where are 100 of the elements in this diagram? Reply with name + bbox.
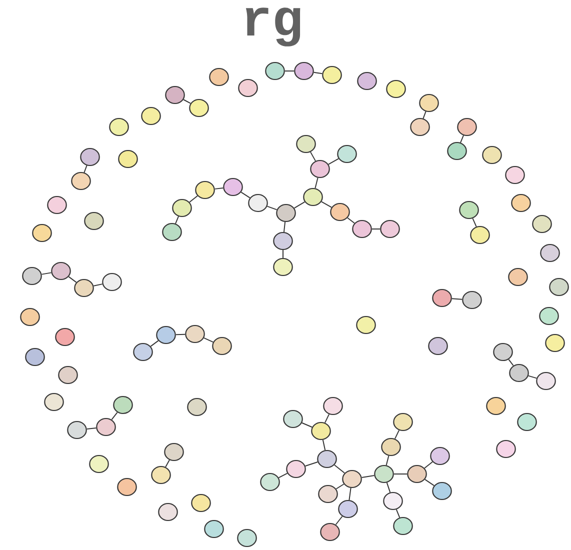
- circle-node: [486, 396, 506, 416]
- edge-line: [396, 509, 400, 518]
- circle-node: [80, 148, 100, 166]
- edge-line: [394, 430, 400, 440]
- circle-node: [164, 442, 184, 462]
- edge-line: [460, 134, 464, 144]
- circle-node: [172, 198, 192, 218]
- edge-line: [310, 152, 316, 162]
- circle-node: [276, 204, 296, 222]
- circle-node: [296, 134, 316, 154]
- circle-node: [51, 262, 71, 280]
- edge-line: [302, 422, 312, 428]
- circle-node: [84, 212, 104, 230]
- edge-line: [294, 201, 306, 209]
- circle-node: [380, 220, 400, 238]
- edge-line: [424, 461, 433, 469]
- circle-node: [195, 180, 215, 200]
- circle-node: [96, 418, 116, 436]
- circle-node: [432, 288, 452, 308]
- circle-node: [410, 118, 430, 136]
- circle-node: [493, 342, 513, 362]
- edge-line: [424, 478, 435, 486]
- edge-line: [386, 482, 391, 493]
- edge-line: [304, 462, 318, 466]
- circle-node: [58, 366, 78, 384]
- circle-node: [141, 106, 161, 126]
- circle-node: [430, 446, 450, 466]
- edge-line: [313, 72, 323, 74]
- edge-line: [68, 276, 77, 283]
- edge-line: [348, 487, 352, 501]
- circle-node: [212, 336, 232, 356]
- circle-node: [386, 80, 406, 98]
- circle-node: [237, 528, 257, 548]
- circle-node: [393, 516, 413, 536]
- edge-line: [189, 195, 198, 203]
- edge-line: [386, 455, 390, 466]
- circle-node: [462, 290, 482, 310]
- circle-node: [265, 62, 285, 80]
- circle-node: [459, 200, 479, 220]
- circle-node: [419, 94, 439, 112]
- edge-line: [93, 284, 103, 286]
- circle-node: [505, 166, 525, 184]
- circle-node: [447, 142, 467, 160]
- edge-line: [508, 358, 514, 366]
- circle-node: [539, 306, 559, 326]
- circle-node: [187, 398, 207, 416]
- edge-line: [41, 272, 52, 275]
- circle-node: [357, 72, 377, 90]
- circle-node: [189, 98, 209, 118]
- edge-line: [472, 218, 477, 228]
- circle-node: [342, 470, 362, 488]
- circle-node: [496, 440, 516, 458]
- edge-line: [282, 250, 284, 258]
- edge-line: [322, 439, 326, 451]
- circle-node: [374, 464, 394, 484]
- circle-node: [158, 502, 178, 522]
- circle-node: [356, 316, 376, 334]
- circle-node: [156, 326, 176, 344]
- circle-node: [117, 478, 137, 496]
- circle-node: [165, 86, 185, 104]
- circle-node: [273, 232, 293, 250]
- circle-node: [71, 172, 91, 190]
- circle-node: [260, 472, 280, 492]
- circle-node: [32, 224, 52, 242]
- circle-node: [223, 178, 243, 196]
- circle-node: [323, 396, 343, 416]
- edge-line: [278, 472, 288, 478]
- edge-line: [183, 99, 191, 104]
- edge-line: [328, 158, 339, 165]
- circle-node: [432, 482, 452, 500]
- edge-line: [528, 375, 538, 379]
- circle-node: [118, 150, 138, 168]
- circle-node: [303, 188, 323, 206]
- circle-node: [317, 450, 337, 468]
- edge-line: [84, 165, 88, 173]
- circle-node: [407, 464, 427, 484]
- edge-line: [314, 177, 318, 189]
- circle-node: [320, 522, 340, 542]
- circle-node: [337, 144, 357, 164]
- circle-node: [457, 118, 477, 136]
- edge-line: [86, 428, 97, 430]
- edge-line: [203, 337, 214, 343]
- edge-line: [175, 334, 186, 336]
- circle-node: [204, 520, 224, 538]
- circle-node: [191, 494, 211, 512]
- edge-line: [266, 206, 278, 210]
- circle-node: [74, 278, 94, 298]
- circle-node: [238, 78, 258, 98]
- edge-line: [451, 298, 463, 300]
- edge-line: [111, 412, 118, 420]
- circle-node: [338, 500, 358, 518]
- edge-line: [165, 460, 170, 468]
- circle-node: [470, 226, 490, 244]
- circle-node: [511, 194, 531, 212]
- edge-line: [422, 111, 426, 119]
- circle-node: [311, 422, 331, 440]
- circle-node: [22, 266, 42, 286]
- circle-node: [318, 484, 338, 504]
- circle-node: [330, 202, 350, 222]
- circle-node: [248, 194, 268, 212]
